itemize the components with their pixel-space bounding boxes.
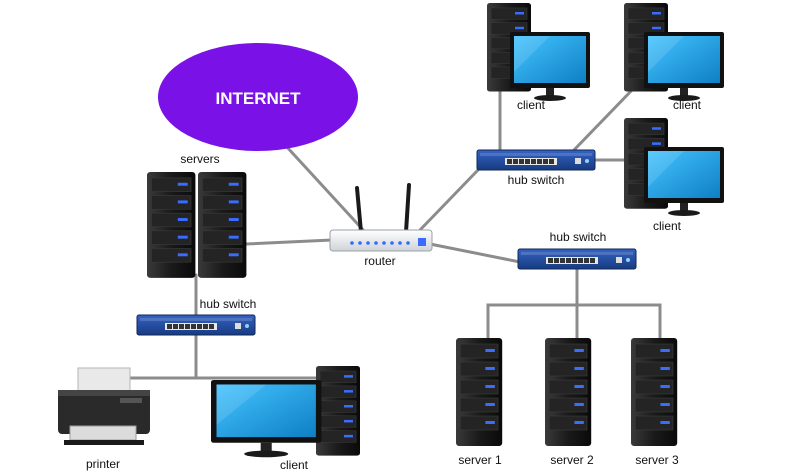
hub-switch-right-label: hub switch bbox=[550, 230, 607, 244]
router-antenna-left bbox=[355, 186, 363, 234]
printer-paper-tray bbox=[77, 367, 131, 393]
internet-label: INTERNET bbox=[216, 89, 302, 108]
client-workstation-3: client bbox=[623, 117, 724, 233]
client-2-label: client bbox=[673, 98, 702, 112]
printer: printer bbox=[58, 367, 150, 471]
router-antenna-right bbox=[404, 183, 411, 234]
client-3-label: client bbox=[653, 219, 682, 233]
client-workstation-1: client bbox=[486, 2, 590, 112]
cables bbox=[128, 86, 662, 380]
server-3: server 3 bbox=[630, 337, 679, 467]
server-1-label: server 1 bbox=[458, 453, 502, 467]
internet-cloud: INTERNET bbox=[158, 43, 358, 151]
hub-switch-top-label: hub switch bbox=[508, 173, 565, 187]
cable-top-switch-client-2 bbox=[572, 86, 636, 152]
server-1: server 1 bbox=[455, 337, 503, 467]
hub-switch-left: hub switch bbox=[136, 297, 257, 336]
printer-label: printer bbox=[86, 457, 120, 471]
cable-server-bus bbox=[486, 303, 662, 342]
router: router bbox=[329, 183, 433, 268]
cable-servers-router bbox=[244, 238, 334, 246]
hub-switch-right: hub switch bbox=[517, 230, 637, 270]
hub-switch-top: hub switch bbox=[476, 149, 596, 187]
cable-internet-router bbox=[284, 144, 367, 234]
client-4-tower bbox=[315, 365, 361, 457]
server-2-label: server 2 bbox=[550, 453, 594, 467]
server-tower-right bbox=[197, 171, 247, 279]
router-label: router bbox=[364, 254, 395, 268]
client-workstation-4: client bbox=[211, 365, 361, 472]
server-tower-left bbox=[146, 171, 196, 279]
server-3-label: server 3 bbox=[635, 453, 679, 467]
servers-group: servers bbox=[146, 152, 247, 279]
cable-router-top-switch bbox=[418, 168, 480, 232]
servers-label: servers bbox=[180, 152, 219, 166]
client-4-monitor bbox=[211, 380, 322, 458]
hub-switch-left-label: hub switch bbox=[200, 297, 257, 311]
cable-router-right-switch bbox=[428, 242, 522, 264]
client-1-label: client bbox=[517, 98, 546, 112]
client-workstation-2: client bbox=[623, 2, 724, 112]
server-2: server 2 bbox=[544, 337, 594, 467]
client-4-label: client bbox=[280, 458, 309, 472]
